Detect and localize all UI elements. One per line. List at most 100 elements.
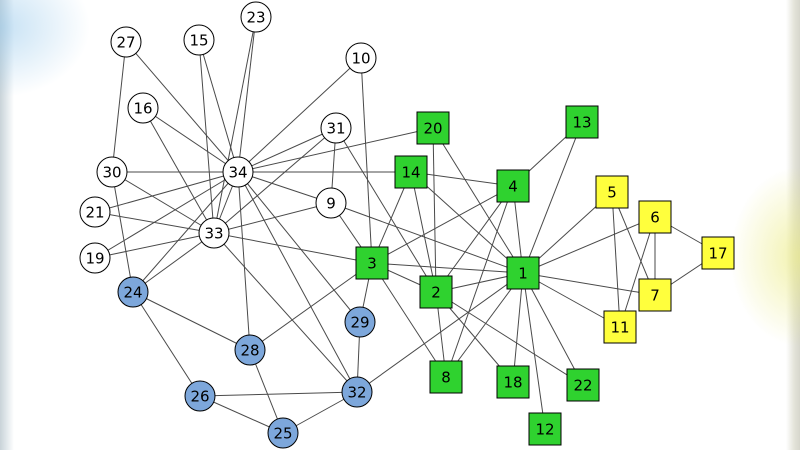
- edge-26-32: [199, 391, 358, 397]
- node-26: 26: [184, 380, 216, 412]
- node-16: 16: [127, 92, 159, 124]
- node-16-circle: [127, 92, 159, 124]
- node-7-square: [638, 278, 672, 312]
- edge-3-4: [371, 185, 514, 264]
- edge-1-18: [512, 272, 524, 383]
- edge-1-9: [330, 202, 524, 274]
- edge-5-7: [611, 191, 656, 296]
- edge-5-11: [611, 191, 621, 328]
- edge-24-28: [132, 291, 251, 351]
- node-18: 18: [496, 365, 530, 399]
- node-32-circle: [341, 376, 373, 408]
- node-13: 13: [565, 105, 599, 139]
- node-17: 17: [701, 236, 735, 270]
- node-11-square: [603, 310, 637, 344]
- node-28: 28: [234, 334, 266, 366]
- node-34-circle: [222, 156, 254, 188]
- edge-24-33: [132, 232, 215, 293]
- node-7: 7: [638, 278, 672, 312]
- edge-16-33: [142, 107, 215, 234]
- node-21-circle: [79, 196, 111, 228]
- node-24: 24: [117, 276, 149, 308]
- edge-32-33: [213, 232, 358, 393]
- node-31: 31: [320, 112, 352, 144]
- edge-1-20: [432, 127, 524, 274]
- node-22-square: [566, 368, 600, 402]
- node-6-square: [638, 200, 672, 234]
- edge-24-34: [132, 171, 239, 293]
- edge-21-33: [94, 211, 215, 234]
- edge-24-26: [132, 291, 201, 397]
- edge-19-33: [94, 232, 215, 259]
- node-3: 3: [355, 246, 389, 280]
- edge-4-8: [445, 185, 514, 378]
- edge-30-33: [111, 171, 215, 234]
- edge-3-10: [360, 57, 373, 264]
- node-26-circle: [184, 380, 216, 412]
- edge-4-14: [410, 171, 514, 187]
- edge-2-20: [432, 127, 437, 293]
- edge-1-8: [445, 272, 524, 378]
- edge-32-34: [237, 171, 358, 393]
- node-19: 19: [79, 242, 111, 274]
- node-30-circle: [96, 156, 128, 188]
- node-25: 25: [267, 417, 299, 449]
- node-2: 2: [419, 275, 453, 309]
- node-13-square: [565, 105, 599, 139]
- node-18-square: [496, 365, 530, 399]
- edge-1-14: [410, 171, 524, 274]
- edge-31-34: [237, 127, 337, 173]
- node-15: 15: [183, 24, 215, 56]
- node-31-circle: [320, 112, 352, 144]
- node-29-circle: [344, 306, 376, 338]
- node-33-circle: [198, 217, 230, 249]
- edge-2-31: [335, 127, 437, 293]
- edge-27-34: [125, 41, 239, 173]
- node-5: 5: [595, 175, 629, 209]
- edge-27-30: [111, 41, 127, 173]
- node-23-circle: [240, 1, 272, 33]
- node-6: 6: [638, 200, 672, 234]
- edge-28-34: [237, 171, 251, 351]
- node-22: 22: [566, 368, 600, 402]
- node-24-circle: [117, 276, 149, 308]
- node-34: 34: [222, 156, 254, 188]
- node-9-circle: [315, 187, 347, 219]
- edge-31-33: [213, 127, 337, 234]
- node-23: 23: [240, 1, 272, 33]
- node-32: 32: [341, 376, 373, 408]
- node-1-square: [506, 256, 540, 290]
- node-14-square: [394, 155, 428, 189]
- edge-21-34: [94, 171, 239, 213]
- node-4-square: [496, 169, 530, 203]
- node-19-circle: [79, 242, 111, 274]
- edge-9-34: [237, 171, 332, 204]
- edge-2-14: [410, 171, 437, 293]
- node-3-square: [355, 246, 389, 280]
- node-15-circle: [183, 24, 215, 56]
- edge-23-34: [237, 16, 257, 173]
- edge-1-22: [522, 272, 584, 386]
- node-27: 27: [110, 26, 142, 58]
- node-14: 14: [394, 155, 428, 189]
- edge-1-12: [522, 272, 546, 430]
- edge-1-3: [371, 262, 524, 274]
- node-12-square: [528, 412, 562, 446]
- node-10-circle: [345, 42, 377, 74]
- edge-1-13: [522, 121, 583, 274]
- node-4: 4: [496, 169, 530, 203]
- edge-2-4: [435, 185, 514, 293]
- edge-23-33: [213, 16, 257, 234]
- node-28-circle: [234, 334, 266, 366]
- node-25-circle: [267, 417, 299, 449]
- edge-9-33: [213, 202, 332, 234]
- edge-2-22: [435, 291, 584, 386]
- edge-10-34: [237, 57, 362, 173]
- edge-3-33: [213, 232, 373, 264]
- edge-15-34: [198, 39, 239, 173]
- edge-29-34: [237, 171, 361, 323]
- node-29: 29: [344, 306, 376, 338]
- edge-6-11: [619, 216, 656, 328]
